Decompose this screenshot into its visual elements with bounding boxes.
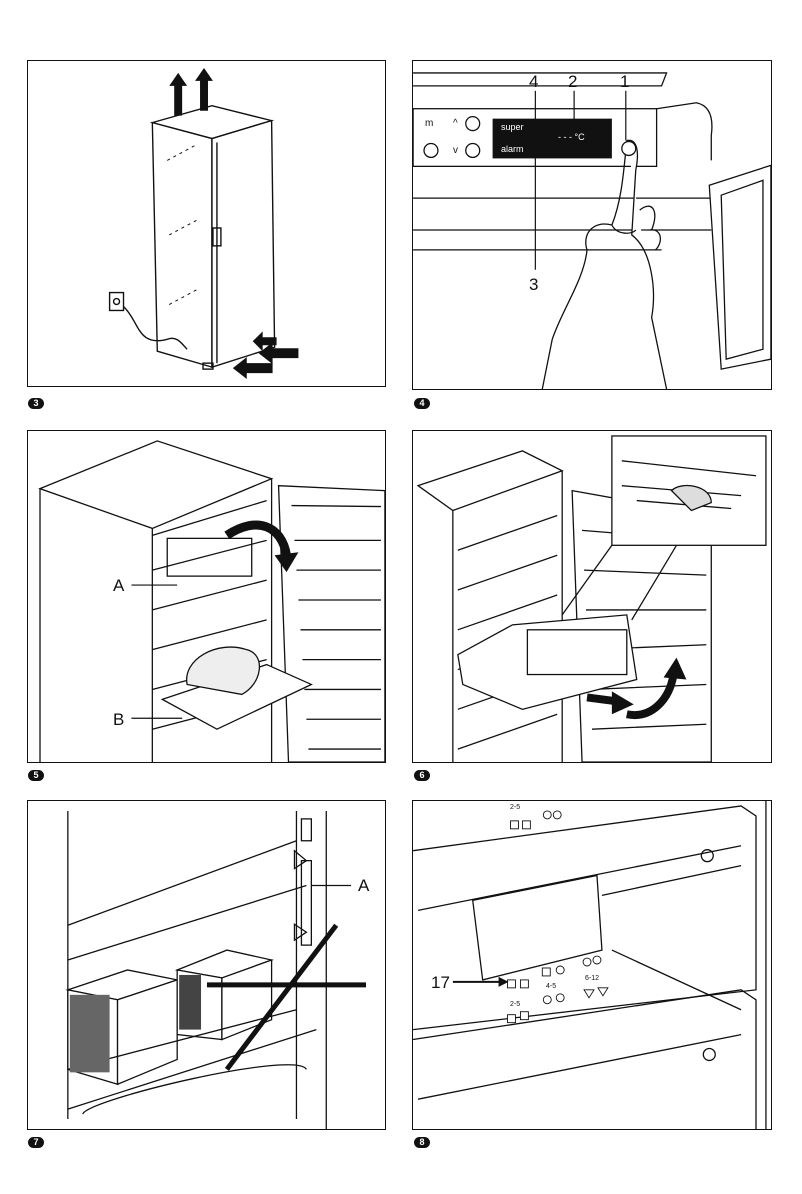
figure-8-label-2: 4-5 bbox=[546, 983, 556, 990]
figure-5-callout-B: B bbox=[113, 711, 124, 728]
figure-8-label-4: 2-5 bbox=[510, 1001, 520, 1008]
figure-4-panel: 4 2 1 3 super alarm - - - °C m ^ v bbox=[412, 60, 772, 390]
figure-5-number: 5 bbox=[28, 770, 44, 781]
figure-4-display-temp: - - - °C bbox=[558, 133, 585, 142]
figure-8-illustration bbox=[413, 801, 771, 1129]
figure-7-number: 7 bbox=[28, 1137, 44, 1148]
figure-4-callout-2: 2 bbox=[568, 73, 577, 90]
figure-7-callout-A: A bbox=[358, 877, 369, 894]
figure-6-number: 6 bbox=[414, 770, 430, 781]
figure-7-panel: A bbox=[27, 800, 386, 1130]
figure-4-illustration bbox=[413, 61, 771, 389]
figure-4-button-m: m bbox=[425, 119, 433, 129]
figure-5-panel: A B bbox=[27, 430, 386, 763]
figure-4-callout-3: 3 bbox=[529, 276, 538, 293]
figure-8-label-3: 6-12 bbox=[585, 975, 599, 982]
figure-4-display-alarm: alarm bbox=[501, 145, 524, 154]
figure-5-illustration bbox=[28, 431, 385, 762]
figure-5-callout-A: A bbox=[113, 577, 124, 594]
figure-3-number: 3 bbox=[28, 398, 44, 409]
figure-6-illustration bbox=[413, 431, 771, 762]
figure-4-number: 4 bbox=[414, 398, 430, 409]
figure-4-button-up: ^ bbox=[453, 119, 458, 129]
figure-8-callout-17: 17 bbox=[431, 974, 450, 991]
figure-7-illustration bbox=[28, 801, 385, 1129]
figure-3-panel bbox=[27, 60, 386, 387]
figure-3-illustration bbox=[28, 61, 385, 386]
figure-8-number: 8 bbox=[414, 1137, 430, 1148]
figure-4-display-super: super bbox=[501, 123, 524, 132]
figure-6-panel bbox=[412, 430, 772, 763]
figure-8-label-1: 2-5 bbox=[510, 804, 520, 811]
figure-4-button-down: v bbox=[453, 146, 458, 156]
figure-8-panel: 2-5 4-5 6-12 2-5 17 bbox=[412, 800, 772, 1130]
figure-4-callout-1: 1 bbox=[620, 73, 629, 90]
figure-4-callout-4: 4 bbox=[529, 73, 538, 90]
